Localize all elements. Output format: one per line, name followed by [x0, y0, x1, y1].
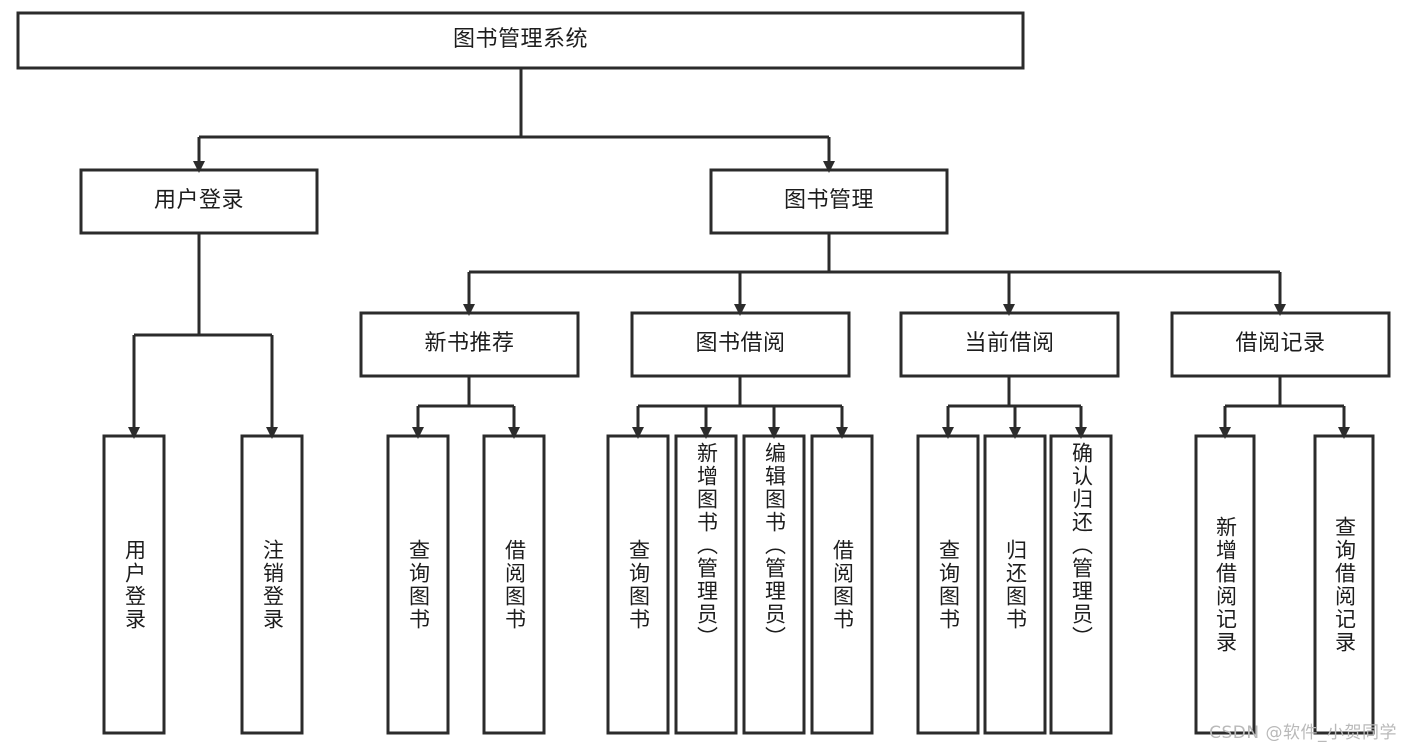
node-box-leaf-user-login-0[interactable]	[102, 434, 166, 735]
node-box-book-management[interactable]	[709, 168, 949, 235]
node-box-leaf-book-borrow-3[interactable]	[810, 434, 874, 735]
csdn-watermark: CSDN @软件_小贺同学	[1209, 723, 1397, 743]
node-box-leaf-new-book-1[interactable]	[482, 434, 546, 735]
node-box-leaf-book-borrow-1[interactable]	[674, 434, 738, 735]
node-box-leaf-borrow-records-1[interactable]	[1313, 434, 1375, 735]
node-box-root[interactable]	[16, 11, 1025, 70]
node-box-book-borrow[interactable]	[630, 311, 851, 378]
node-box-new-book-recommend[interactable]	[359, 311, 580, 378]
node-box-borrow-records[interactable]	[1170, 311, 1391, 378]
node-box-leaf-current-borrow-1[interactable]	[983, 434, 1047, 735]
node-box-leaf-borrow-records-0[interactable]	[1194, 434, 1256, 735]
node-box-leaf-book-borrow-2[interactable]	[742, 434, 806, 735]
node-box-leaf-user-login-1[interactable]	[240, 434, 304, 735]
node-box-leaf-current-borrow-0[interactable]	[916, 434, 980, 735]
node-box-leaf-current-borrow-2[interactable]	[1049, 434, 1113, 735]
node-box-user-login[interactable]	[79, 168, 319, 235]
node-box-current-borrow[interactable]	[899, 311, 1120, 378]
node-box-leaf-book-borrow-0[interactable]	[606, 434, 670, 735]
node-box-leaf-new-book-0[interactable]	[386, 434, 450, 735]
